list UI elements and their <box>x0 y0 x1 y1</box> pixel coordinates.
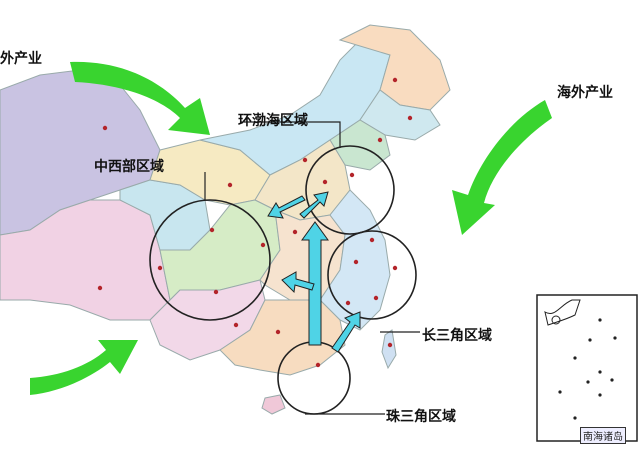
label-yangtze: 长三角区域 <box>422 328 492 344</box>
flow-arrows <box>267 191 361 353</box>
south-sea-inset <box>536 294 638 442</box>
label-overseas-left: 外产业 <box>0 51 42 67</box>
label-pearl: 珠三角区域 <box>386 409 456 425</box>
circle-bohai <box>305 145 395 235</box>
arrow-to-midwest-lower <box>281 271 315 294</box>
label-overseas-right: 海外产业 <box>557 85 613 101</box>
green-arrows <box>30 61 552 395</box>
label-south-sea: 南海诸岛 <box>580 427 626 444</box>
circle-midwest <box>149 199 271 321</box>
green-arrow-right <box>452 100 552 235</box>
arrow-up-main <box>301 221 329 346</box>
city-dots <box>97 77 413 368</box>
label-midwest: 中西部区域 <box>94 159 164 175</box>
green-arrow-top-left <box>70 61 210 136</box>
label-bohai: 环渤海区域 <box>238 113 308 129</box>
green-arrow-bottom-left <box>30 340 138 395</box>
arrow-pearl-to-yangtze <box>331 311 361 353</box>
arrow-to-midwest-upper <box>267 195 306 219</box>
leader-lines <box>204 121 420 415</box>
province-hainan <box>261 394 286 415</box>
province-east-coast <box>319 189 391 331</box>
circle-yangtze <box>327 230 417 320</box>
province-taiwan <box>381 329 397 370</box>
arrow-to-bohai <box>299 191 329 219</box>
province-heilongjiang <box>338 24 451 111</box>
